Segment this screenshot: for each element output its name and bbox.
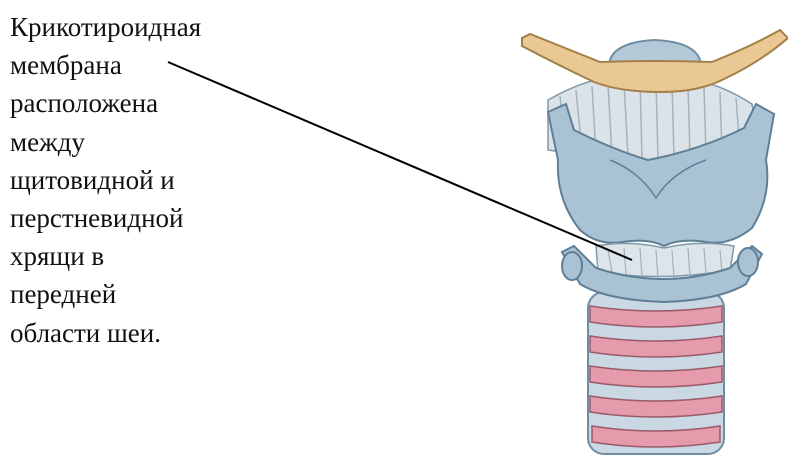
tracheal-ring (589, 365, 723, 388)
leader-line (167, 61, 633, 261)
inferior-horn (737, 247, 759, 277)
caption-line: перстневидной (10, 203, 184, 234)
trachea (587, 291, 725, 455)
thyroid-cartilage (546, 102, 776, 248)
cricothyroid-membrane-fibers (607, 247, 723, 279)
inferior-horn (561, 251, 583, 281)
tracheal-ring (589, 305, 723, 328)
caption-line: Крикотироидная (10, 12, 202, 42)
tracheal-ring (591, 425, 721, 448)
caption-line: мембрана (10, 50, 122, 81)
caption-line: расположена (10, 88, 159, 119)
tracheal-ring (589, 335, 723, 358)
cricothyroid-membrane (595, 242, 735, 279)
caption-line: хрящи в (10, 241, 105, 272)
tracheal-ring (589, 395, 723, 418)
caption-line: передней (10, 279, 117, 310)
caption-line: области шеи. (10, 317, 161, 348)
hyoid-bone (521, 28, 788, 94)
cricoid-cartilage (560, 244, 764, 304)
thyroid-notch (609, 159, 707, 200)
caption-line: между (10, 126, 85, 157)
caption-line: щитовидной и (10, 164, 175, 195)
cricothyroid-membrane-fill (595, 242, 735, 278)
caption-text: Крикотироидная мембрана расположена межд… (10, 8, 260, 352)
